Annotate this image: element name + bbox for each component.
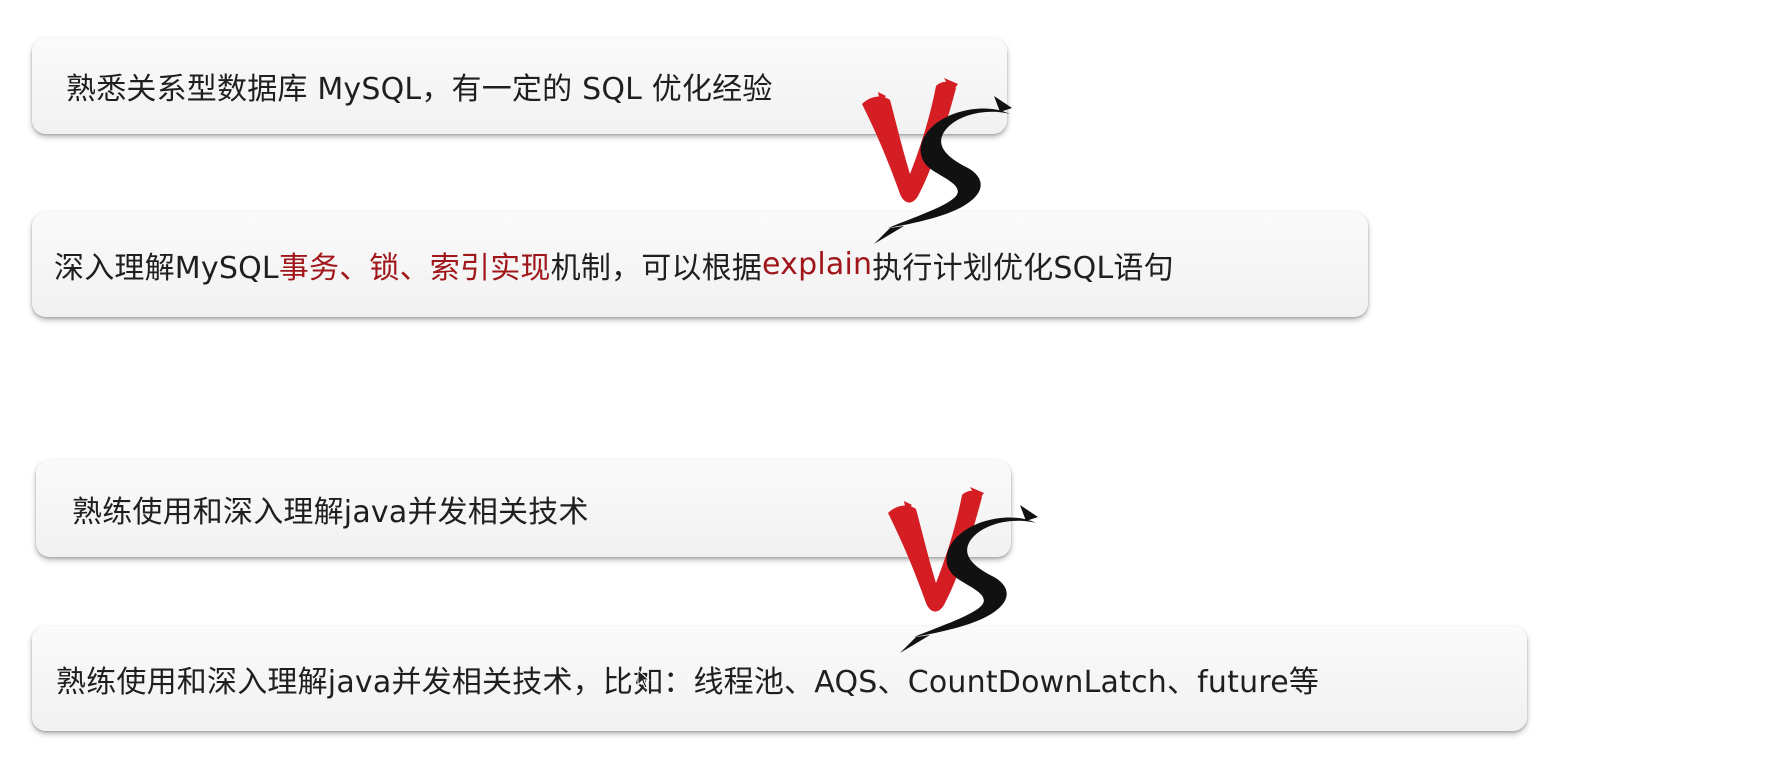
card-text-part: 机制，可以根据 <box>550 250 763 286</box>
resume-before-card-2: 熟练使用和深入理解java并发相关技术 <box>36 460 1011 557</box>
card-text: 熟练使用和深入理解java并发相关技术 <box>72 494 589 530</box>
highlight-text: 事务、锁、索引实现 <box>278 250 551 286</box>
card-text-part: 执行计划优化SQL语句 <box>872 250 1174 286</box>
card-text: 熟悉关系型数据库 MySQL，有一定的 SQL 优化经验 <box>66 72 773 107</box>
resume-before-card-1: 熟悉关系型数据库 MySQL，有一定的 SQL 优化经验 <box>32 38 1007 134</box>
card-text: 熟练使用和深入理解java并发相关技术，比如：线程池、AQS、CountDown… <box>56 664 1320 700</box>
vs-icon <box>888 487 1038 653</box>
resume-after-card-2: 熟练使用和深入理解java并发相关技术，比如：线程池、AQS、CountDown… <box>32 626 1527 731</box>
highlight-text: explain <box>762 247 873 282</box>
vs-icon <box>862 78 1012 244</box>
mouse-pointer-icon <box>637 669 651 689</box>
card-text-part: 深入理解MySQL <box>54 250 279 286</box>
